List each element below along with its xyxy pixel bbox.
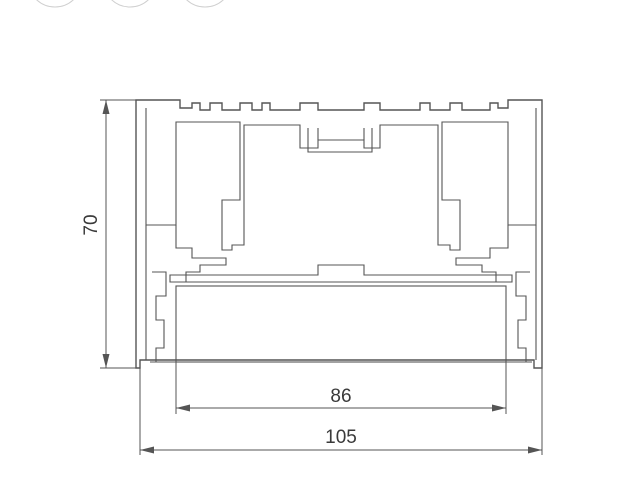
overall-width-dimension: 105	[140, 427, 542, 454]
inner-width-dimension: 86	[176, 386, 506, 412]
circle-icon	[111, 0, 149, 8]
diffuser	[175, 285, 507, 363]
right-clip	[515, 271, 530, 362]
inner-width-label: 86	[330, 386, 351, 407]
arrow-right-icon	[492, 404, 506, 412]
arrow-up-icon	[102, 100, 110, 114]
right-flange	[455, 225, 537, 360]
arrow-down-icon	[102, 354, 110, 368]
arrow-left-icon	[140, 446, 154, 454]
arrow-right-icon	[528, 446, 542, 454]
arrow-left-icon	[176, 404, 190, 412]
top-icon-circles	[36, 0, 224, 8]
height-dimension: 70	[81, 99, 140, 369]
upper-chamber	[145, 108, 537, 251]
circle-icon	[186, 0, 224, 8]
overall-width-label: 105	[325, 427, 357, 448]
circle-icon	[36, 0, 74, 8]
extension-lines	[139, 362, 543, 455]
profile-cross-section	[135, 99, 543, 369]
central-slot	[307, 128, 373, 153]
height-label: 70	[81, 214, 102, 235]
left-clip	[152, 271, 167, 362]
left-flange	[145, 225, 227, 360]
led-shelf	[169, 264, 513, 283]
profile-outer-wall	[135, 99, 543, 369]
